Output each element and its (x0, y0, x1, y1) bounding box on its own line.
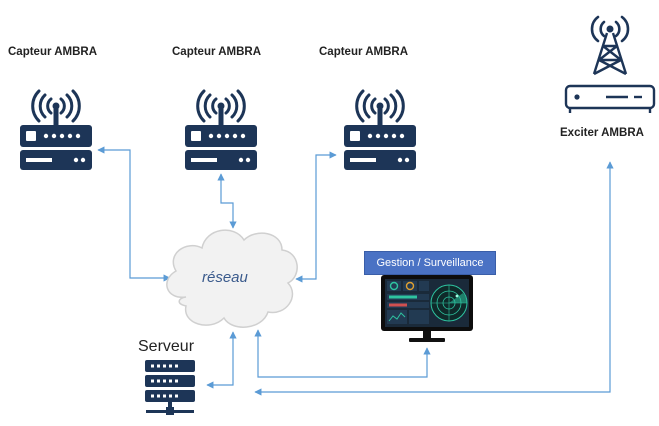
connectors (97, 146, 614, 396)
connector-capteur1-reseau (97, 146, 171, 282)
exciter-box-icon (564, 84, 656, 113)
gestion-surveillance-label: Gestion / Surveillance (364, 251, 496, 275)
connector-capteur2-reseau (217, 173, 237, 229)
capteur-2-label: Capteur AMBRA (172, 46, 262, 58)
monitor-dashboard-icon (381, 275, 473, 342)
wifi-router-icon (342, 89, 418, 172)
capteur-3-label: Capteur AMBRA (319, 46, 409, 58)
serveur-label: Serveur (138, 338, 195, 355)
reseau-label: réseau (202, 269, 248, 286)
connector-reseau-gestion (254, 329, 431, 378)
connector-serveur-exciter (254, 161, 614, 396)
wifi-router-icon (183, 89, 259, 172)
connector-serveur-reseau (206, 331, 237, 389)
connector-capteur3-reseau (295, 151, 337, 283)
wifi-router-icon (18, 89, 94, 172)
antenna-tower-icon (590, 15, 630, 76)
capteur-1-label: Capteur AMBRA (8, 46, 98, 58)
server-stack-icon (145, 360, 195, 415)
cloud-icon (166, 229, 298, 328)
exciter-label: Exciter AMBRA (560, 127, 644, 139)
